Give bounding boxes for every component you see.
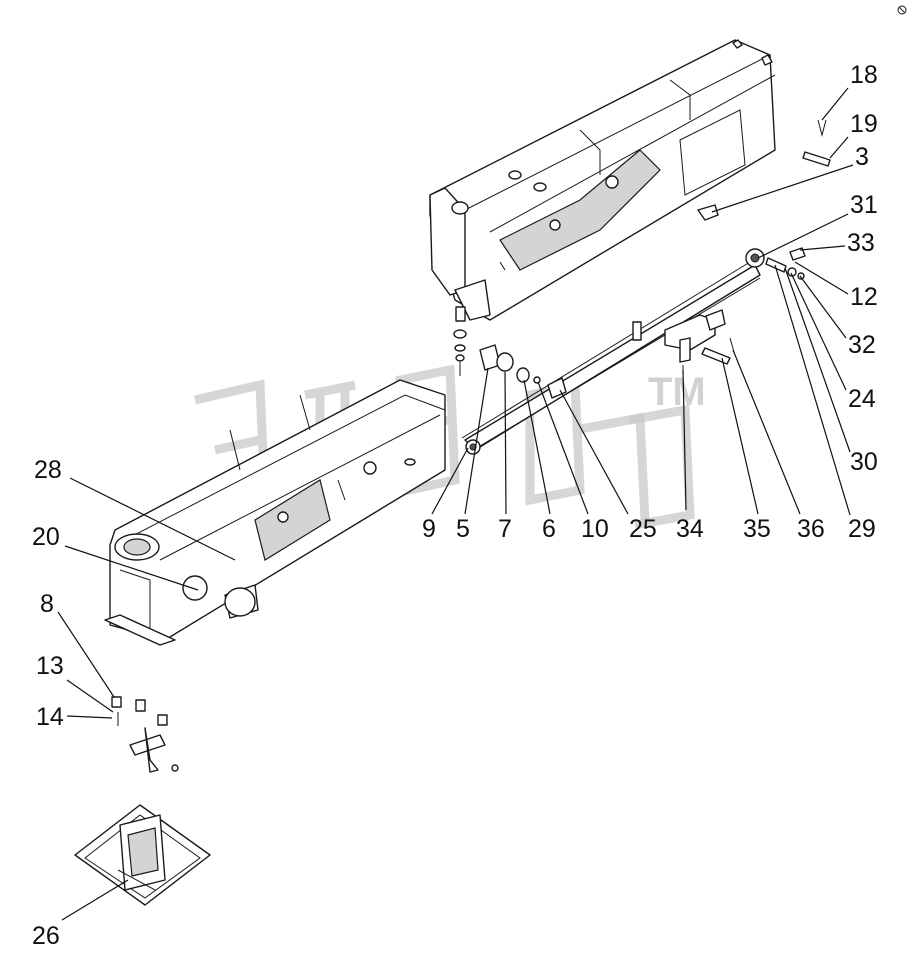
callout-18: 18 — [850, 61, 878, 89]
callout-29: 29 — [848, 515, 876, 543]
pin-35 — [701, 347, 731, 365]
callout-33: 33 — [847, 229, 875, 257]
callout-5: 5 — [456, 515, 470, 543]
callout-8: 8 — [40, 590, 54, 618]
base-plate — [74, 804, 211, 906]
chain-assembly — [461, 248, 765, 455]
callout-24: 24 — [848, 385, 876, 413]
callout-labels: 18 19 3 31 33 12 32 24 30 29 36 35 34 25… — [32, 61, 878, 950]
callout-10: 10 — [581, 515, 609, 543]
callout-19: 19 — [850, 110, 878, 138]
lower-small-parts — [111, 696, 179, 773]
end-fasteners — [765, 247, 806, 280]
callout-12: 12 — [850, 283, 878, 311]
callout-35: 35 — [743, 515, 771, 543]
watermark-trademark: TM — [648, 370, 706, 414]
callout-31: 31 — [850, 191, 878, 219]
callout-9: 9 — [422, 515, 436, 543]
bracket-assembly — [632, 309, 726, 375]
callout-20: 20 — [32, 523, 60, 551]
cotter-36 — [729, 337, 735, 353]
upper-boom-section — [429, 39, 776, 321]
lower-boom-section — [104, 379, 446, 646]
callout-3: 3 — [855, 143, 869, 171]
callout-34: 34 — [676, 515, 704, 543]
clip-18 — [817, 119, 827, 137]
callout-28: 28 — [34, 456, 62, 484]
callout-6: 6 — [542, 515, 556, 543]
callout-7: 7 — [498, 515, 512, 543]
pin-19 — [802, 151, 831, 167]
corner-mark-icon — [897, 5, 907, 15]
callout-13: 13 — [36, 652, 64, 680]
callout-32: 32 — [848, 331, 876, 359]
callout-25: 25 — [629, 515, 657, 543]
upper-fasteners — [453, 306, 467, 376]
callout-36: 36 — [797, 515, 825, 543]
bolt-3 — [697, 204, 719, 221]
callout-30: 30 — [850, 448, 878, 476]
callout-26: 26 — [32, 922, 60, 950]
spacer-stack-5-6-7 — [479, 344, 541, 384]
callout-14: 14 — [36, 703, 64, 731]
leader-lines — [57, 87, 854, 921]
